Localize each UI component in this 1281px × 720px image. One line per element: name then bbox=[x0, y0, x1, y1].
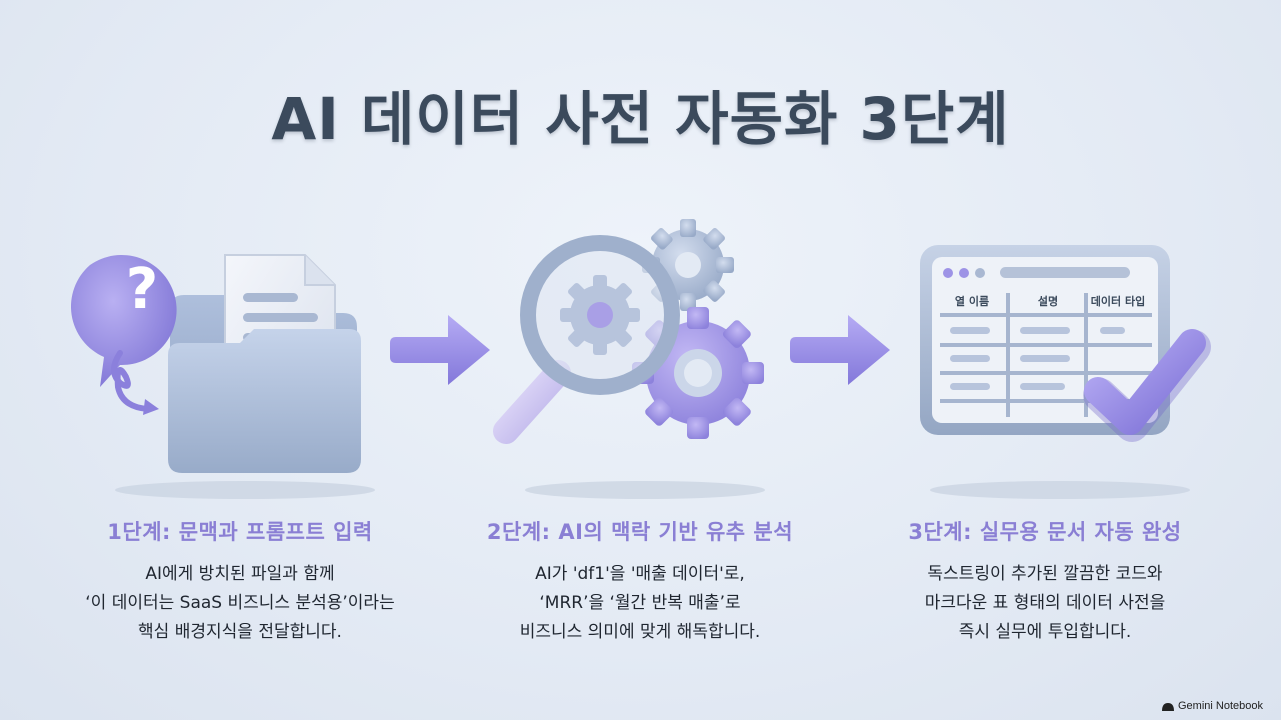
watermark: Gemini Notebook bbox=[1162, 700, 1263, 712]
step-description-line: ‘이 데이터는 SaaS 비즈니스 분석용’이라는 bbox=[85, 593, 395, 613]
table-header-description: 설명 bbox=[1038, 294, 1058, 308]
step-description-line: AI에게 방치된 파일과 함께 bbox=[145, 564, 335, 584]
step-description-line: 비즈니스 의미에 맞게 해독합니다. bbox=[519, 622, 761, 642]
notebook-logo-icon bbox=[1162, 702, 1174, 711]
step-description-line: 독스트링이 추가된 깔끔한 코드와 bbox=[927, 564, 1163, 584]
table-checkmark-icon: 열 이름 설명 데이터 타입 bbox=[890, 205, 1230, 505]
right-arrow-icon bbox=[788, 305, 898, 395]
step-1: 1단계: 문맥과 프롬프트 입력 AI에게 방치된 파일과 함께 ‘이 데이터는… bbox=[40, 516, 440, 647]
question-folder-document-icon: ? bbox=[50, 205, 390, 505]
page-title: AI 데이터 사전 자동화 3단계 bbox=[271, 85, 1010, 153]
step-3: 3단계: 실무용 문서 자동 완성 독스트링이 추가된 깔끔한 코드와 마크다운… bbox=[845, 516, 1245, 647]
step-description-line: 즉시 실무에 투입합니다. bbox=[958, 622, 1132, 642]
step-title: 3단계: 실무용 문서 자동 완성 bbox=[908, 520, 1182, 544]
step-title: 2단계: AI의 맥락 기반 유추 분석 bbox=[486, 520, 794, 544]
magnifier-gears-icon bbox=[470, 205, 810, 505]
step-description: AI에게 방치된 파일과 함께 ‘이 데이터는 SaaS 비즈니스 분석용’이라… bbox=[40, 560, 440, 647]
step-description-line: 핵심 배경지식을 전달합니다. bbox=[138, 622, 342, 642]
table-header-column-name: 열 이름 bbox=[955, 294, 989, 308]
step-title: 1단계: 문맥과 프롬프트 입력 bbox=[107, 520, 373, 544]
step-2: 2단계: AI의 맥락 기반 유추 분석 AI가 'df1'을 '매출 데이터'… bbox=[440, 516, 840, 647]
step-description: AI가 'df1'을 '매출 데이터'로, ‘MRR’을 ‘월간 반복 매출’로… bbox=[440, 560, 840, 647]
step-description: 독스트링이 추가된 깔끔한 코드와 마크다운 표 형태의 데이터 사전을 즉시 … bbox=[845, 560, 1245, 647]
svg-text:?: ? bbox=[126, 257, 158, 322]
step-description-line: AI가 'df1'을 '매출 데이터'로, bbox=[535, 564, 745, 584]
watermark-text: Gemini Notebook bbox=[1178, 700, 1263, 712]
step-description-line: 마크다운 표 형태의 데이터 사전을 bbox=[924, 593, 1166, 613]
right-arrow-icon bbox=[388, 305, 498, 395]
table-header-data-type: 데이터 타입 bbox=[1091, 294, 1145, 308]
step-description-line: ‘MRR’을 ‘월간 반복 매출’로 bbox=[539, 593, 741, 613]
